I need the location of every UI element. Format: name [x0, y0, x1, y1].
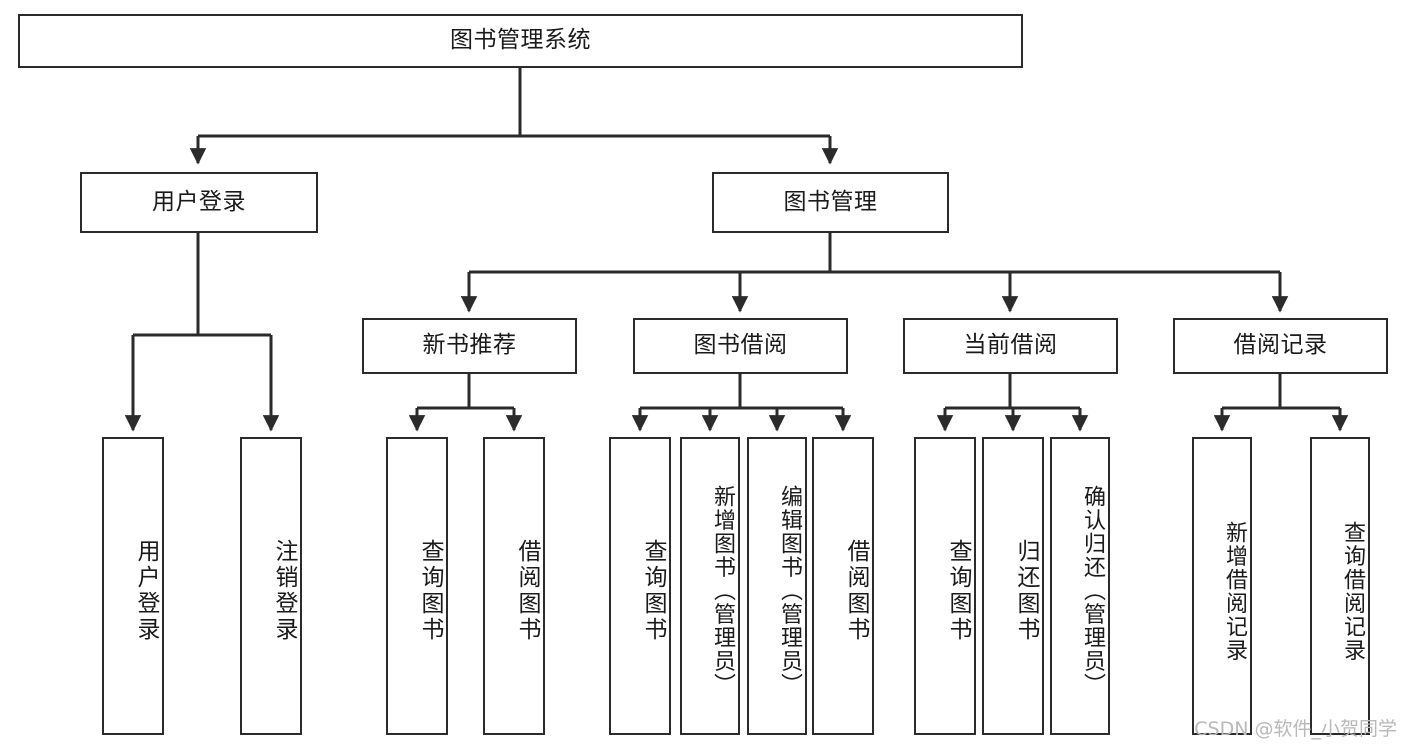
node-label: 查询图书 — [640, 539, 666, 643]
node-label: 确认归还（管理员） — [1080, 485, 1105, 697]
leaf-borrow-book-borrow[interactable]: 借阅图书 — [812, 437, 874, 735]
leaf-confirm-return-admin[interactable]: 确认归还（管理员） — [1050, 437, 1110, 735]
leaf-query-book-current[interactable]: 查询图书 — [914, 437, 976, 735]
leaf-add-borrow-record[interactable]: 新增借阅记录 — [1192, 437, 1252, 735]
leaf-borrow-book-recommend[interactable]: 借阅图书 — [483, 437, 545, 735]
leaf-add-book-admin[interactable]: 新增图书（管理员） — [680, 437, 740, 735]
node-label: 查询图书 — [417, 539, 443, 643]
leaf-return-book[interactable]: 归还图书 — [982, 437, 1044, 735]
node-label: 编辑图书（管理员） — [777, 485, 802, 697]
node-root-book-management-system[interactable]: 图书管理系统 — [18, 14, 1023, 68]
node-label: 查询借阅记录 — [1340, 520, 1365, 662]
csdn-watermark: CSDN @软件_小贺同学 — [1194, 718, 1397, 740]
node-label: 当前借阅 — [963, 332, 1058, 359]
node-label: 借阅图书 — [514, 539, 540, 643]
node-borrow-record[interactable]: 借阅记录 — [1173, 318, 1388, 374]
leaf-query-book-recommend[interactable]: 查询图书 — [386, 437, 448, 735]
node-label: 新增借阅记录 — [1222, 520, 1247, 662]
node-label: 图书管理系统 — [450, 27, 591, 54]
node-label: 图书借阅 — [693, 332, 788, 359]
node-user-login[interactable]: 用户登录 — [80, 172, 318, 233]
leaf-logout-login[interactable]: 注销登录 — [240, 437, 302, 735]
node-book-management[interactable]: 图书管理 — [712, 172, 949, 233]
leaf-user-login[interactable]: 用户登录 — [102, 437, 164, 735]
node-label: 用户登录 — [152, 188, 246, 215]
leaf-query-book-borrow[interactable]: 查询图书 — [609, 437, 671, 735]
node-label: 新增图书（管理员） — [710, 485, 735, 697]
node-new-book-recommend[interactable]: 新书推荐 — [362, 318, 577, 374]
node-label: 注销登录 — [271, 539, 297, 643]
node-book-borrow[interactable]: 图书借阅 — [633, 318, 848, 374]
node-label: 借阅记录 — [1233, 332, 1328, 359]
node-label: 查询图书 — [945, 539, 971, 643]
node-label: 归还图书 — [1013, 539, 1039, 643]
leaf-query-borrow-record[interactable]: 查询借阅记录 — [1310, 437, 1370, 735]
node-label: 用户登录 — [133, 539, 159, 643]
node-current-borrow[interactable]: 当前借阅 — [903, 318, 1118, 374]
leaf-edit-book-admin[interactable]: 编辑图书（管理员） — [747, 437, 807, 735]
node-label: 图书管理 — [783, 188, 878, 215]
node-label: 借阅图书 — [843, 539, 869, 643]
node-label: 新书推荐 — [422, 332, 517, 359]
